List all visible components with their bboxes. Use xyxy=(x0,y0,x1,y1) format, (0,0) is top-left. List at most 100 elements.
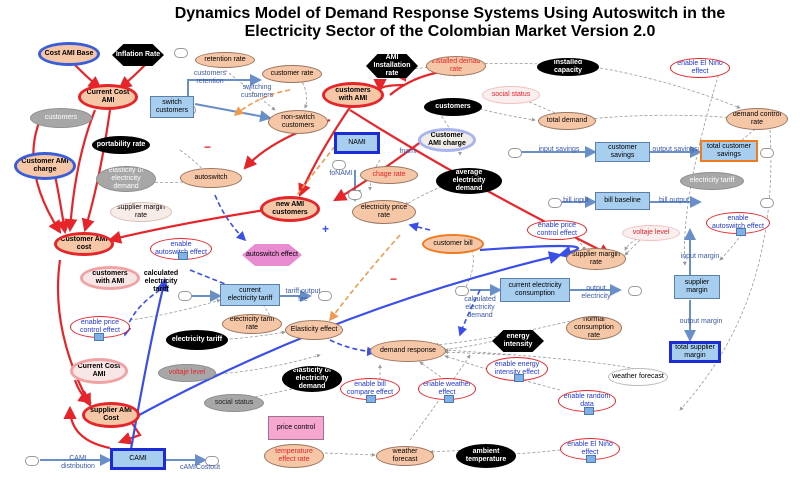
flow-label-fnami: fnami xyxy=(399,148,417,155)
node-customers-black[interactable]: customers xyxy=(424,98,482,116)
node-cost-ami-base[interactable]: Cost AMI Base xyxy=(38,42,100,66)
flow-label-input-savings: input savings xyxy=(538,146,580,153)
grey-dashed-links xyxy=(124,62,772,457)
node-non-switch-customers[interactable]: non-switch customers xyxy=(268,110,328,134)
node-elasticity-of-electricity-demand-black[interactable]: elasticity of electricity demand xyxy=(282,366,342,392)
flow-label-output-savings: output savings xyxy=(652,146,698,153)
node-autoswitch-effect[interactable]: autoswitch effect xyxy=(242,244,302,266)
node-electricity-price-rate[interactable]: electricity price rate xyxy=(352,200,416,224)
node-inflation-rate[interactable]: Inflation Rate xyxy=(112,44,164,66)
node-temperature-effect-rate[interactable]: temperature effect rate xyxy=(264,444,324,468)
flow-label-fonami: foNAMI xyxy=(329,170,353,177)
stock-supplier-margin[interactable]: supplier margin xyxy=(674,275,720,299)
cloud-icon xyxy=(318,291,332,301)
node-installed-capacity[interactable]: installed capacity xyxy=(537,58,599,76)
node-installed-demad-rate[interactable]: installed demad rate xyxy=(426,56,486,76)
flow-label-bill-input: bill input xyxy=(563,197,589,204)
node-enable-weather-effect[interactable]: enable weather effect xyxy=(418,378,476,400)
cloud-icon xyxy=(548,198,562,208)
flow-label-tariff-output-fee: tariff output fee xyxy=(285,288,321,303)
node-calculated-electricity-tariff[interactable]: calculated electricity tariff xyxy=(143,270,179,293)
node-total-demand[interactable]: total demand xyxy=(538,112,596,130)
node-supplier-ami-cost[interactable]: supplier AMI Cost xyxy=(82,402,140,428)
cloud-icon xyxy=(760,198,774,208)
node-customers-grey[interactable]: customers xyxy=(30,108,92,128)
node-chage-rate[interactable]: chage rate xyxy=(360,166,418,184)
node-elasticity-of-electricity-demand-grey[interactable]: elasticity of electricity demand xyxy=(96,166,156,192)
flow-label-input-margin: input margin xyxy=(680,253,720,260)
node-electricity-tariff-black[interactable]: electricity tariff xyxy=(166,330,228,350)
node-energy-intensity[interactable]: energy intensity xyxy=(492,330,544,352)
node-customer-bill[interactable]: customer bill xyxy=(422,234,484,254)
cloud-icon xyxy=(628,286,642,296)
switch-badge-icon xyxy=(514,374,524,382)
cloud-icon xyxy=(348,190,362,200)
node-customers-with-ami[interactable]: customers with AMI xyxy=(322,82,384,108)
stock-cami[interactable]: CAMI xyxy=(110,448,166,470)
node-customer-ami-charge-mid[interactable]: Customer AMI charge xyxy=(418,128,476,152)
stock-total-customer-savings[interactable]: total customer savings xyxy=(700,140,758,162)
flow-label-switching-customers: switching customers xyxy=(240,84,274,99)
node-customers-with-ami-left[interactable]: customers with AMI xyxy=(80,266,140,290)
flow-label-output-electricity: output electricity xyxy=(581,285,611,300)
flow-label-customers-retention: customers retention xyxy=(193,70,227,85)
node-social-status-bottom[interactable]: social status xyxy=(204,394,264,412)
loop-marker-plus: + xyxy=(322,222,330,236)
flow-label-cami-costout: cAMICostout xyxy=(179,464,221,471)
node-customer-ami-cost[interactable]: Customer AMI cost xyxy=(54,232,114,256)
node-current-cost-ami-bottom[interactable]: Current Cost AMI xyxy=(70,358,128,384)
flow-label-bill-output: bill output xyxy=(659,197,689,204)
title-line-2: Electricity Sector of the Colombian Mark… xyxy=(244,23,656,40)
cloud-icon xyxy=(455,286,469,296)
node-weather-forecast-right[interactable]: weather forecast xyxy=(608,368,668,386)
node-electricity-tariff-right[interactable]: electricity tariff xyxy=(680,172,744,190)
node-enable-el-nino-effect-top[interactable]: enable El Niño effect xyxy=(670,58,730,78)
switch-badge-icon xyxy=(444,395,454,403)
node-customer-rate[interactable]: customer rate xyxy=(262,65,322,83)
title-line-1: Dynamics Model of Demand Response System… xyxy=(174,5,726,22)
stock-bill-baseline[interactable]: bill baseline xyxy=(595,192,650,210)
node-supplier-margin-rate-top[interactable]: supplier margin rate xyxy=(110,202,172,222)
node-supplier-margin-rate[interactable]: supplier margin rate xyxy=(566,248,626,270)
node-weather-forecast-bottom[interactable]: weather forecast xyxy=(376,446,434,466)
switch-badge-icon xyxy=(366,395,376,403)
loop-marker-minus: − xyxy=(204,140,212,154)
node-voltaje-level-right[interactable]: voltaje level xyxy=(622,225,680,241)
node-ambient-temperature[interactable]: ambient temperature xyxy=(456,444,516,468)
node-ami-installation-rate[interactable]: AMI Installation rate xyxy=(366,54,418,78)
node-customer-ami-charge-left[interactable]: Customer AMI charge xyxy=(14,152,76,180)
stock-nami[interactable]: NAMI xyxy=(334,132,380,154)
switch-badge-icon xyxy=(586,455,596,463)
node-social-status-top[interactable]: social status xyxy=(482,86,540,104)
node-autoswitch[interactable]: autoswitch xyxy=(180,168,242,188)
node-normal-consumption-rate[interactable]: normal consumption rate xyxy=(566,316,622,340)
node-retention-rate[interactable]: retention rate xyxy=(195,52,255,68)
node-demand-response[interactable]: demand response xyxy=(370,340,446,362)
stock-current-electricity-consumption[interactable]: current electricity consumption xyxy=(500,278,570,302)
node-portability-rate[interactable]: portability rate xyxy=(92,136,150,154)
node-average-electricity-demand[interactable]: average electricity demand xyxy=(436,168,502,194)
switch-badge-icon xyxy=(178,252,188,260)
stock-current-electricity-tariff[interactable]: current electricity tariff xyxy=(220,284,280,306)
stock-customer-savings[interactable]: customer savings xyxy=(595,142,650,162)
cloud-icon xyxy=(760,148,774,158)
switch-badge-icon xyxy=(736,228,746,236)
node-elasticity-effect[interactable]: Elasticity effect xyxy=(285,320,343,340)
stock-switch-customers[interactable]: switch customers xyxy=(150,96,194,118)
flow-label-cami-distribution: CAMI distribution xyxy=(61,455,95,470)
switch-badge-icon xyxy=(94,333,104,341)
node-new-ami-customers[interactable]: new AMI customers xyxy=(260,196,320,222)
cloud-icon xyxy=(25,456,39,466)
stock-total-supplier-margin[interactable]: total supplier margin xyxy=(669,341,721,363)
node-current-cost-ami-top[interactable]: Current Cost AMI xyxy=(78,84,138,110)
orange-dashed-links xyxy=(233,89,401,322)
node-electricity-tariff-rate[interactable]: electricity tariff rate xyxy=(222,314,282,334)
cloud-icon xyxy=(205,456,219,466)
node-enable-price-control-effect-left[interactable]: enable price control effect xyxy=(70,316,130,338)
node-price-control[interactable]: price control xyxy=(268,416,324,440)
node-voltaje-level-left[interactable]: voltaje level xyxy=(158,364,216,382)
node-enable-price-control-effect-right[interactable]: enable price control effect xyxy=(527,220,587,240)
node-demand-control-rate[interactable]: demand control rate xyxy=(726,108,788,130)
cloud-icon xyxy=(174,48,188,58)
